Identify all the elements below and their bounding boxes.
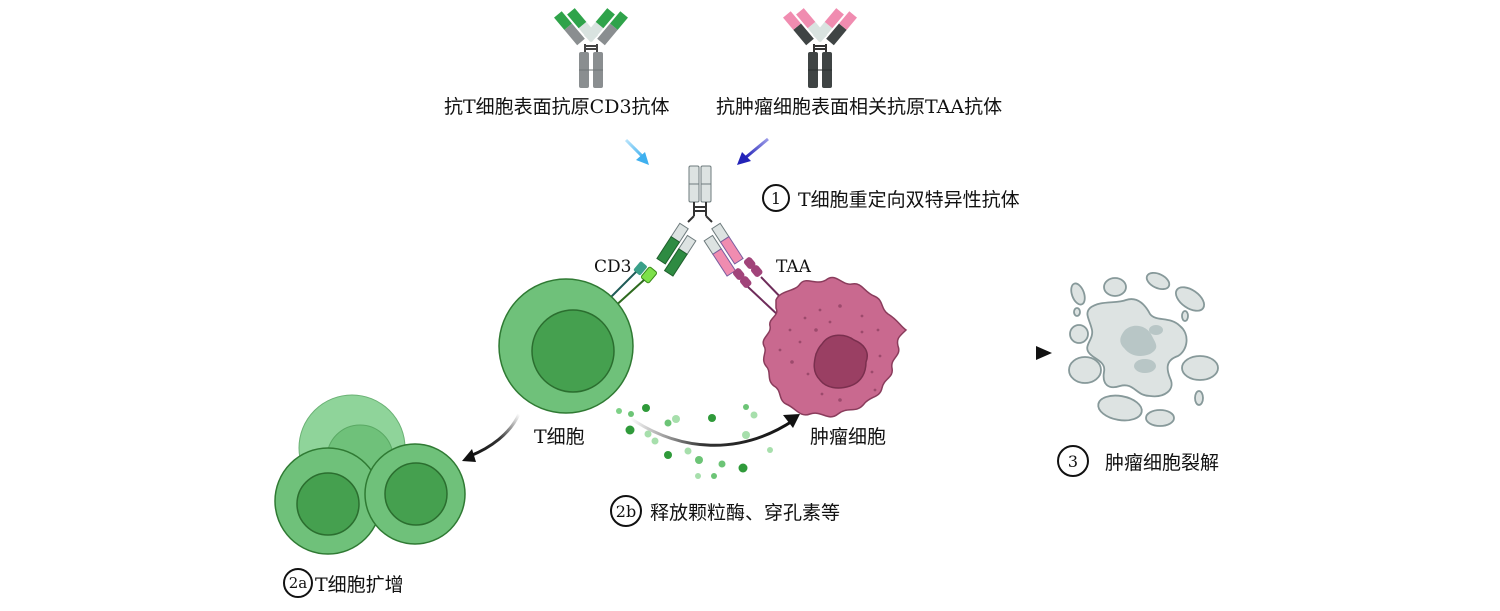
arrow-to-lysis: [916, 346, 1052, 360]
bispecific-antibody-icon: [656, 165, 744, 277]
step-1: 1 T细胞重定向双特异性抗体: [762, 184, 1020, 212]
cd3-label: CD3: [594, 257, 632, 277]
step-3-text: 肿瘤细胞裂解: [1105, 451, 1220, 474]
tumor-cell-icon: [762, 276, 908, 418]
granzyme-perforin-particles: [616, 404, 773, 479]
tumor-cell-label: 肿瘤细胞: [810, 426, 887, 448]
t-cell-icon: [498, 278, 634, 414]
step-1-badge: 1: [762, 184, 790, 212]
anti-cd3-antibody-icon: [554, 8, 628, 88]
arrow-light-blue: [624, 138, 649, 165]
step-2b-badge: 2b: [610, 495, 642, 527]
anti-cd3-antibody-label: 抗T细胞表面抗原CD3抗体: [444, 96, 670, 118]
step-2b-text: 释放颗粒酶、穿孔素等: [650, 501, 841, 524]
arrow-dark-blue: [737, 137, 769, 165]
taa-receptor-icon: [732, 257, 791, 317]
step-2a-badge: 2a: [283, 568, 313, 598]
t-cell-expansion-icon: [274, 394, 466, 555]
taa-label: TAA: [776, 257, 811, 277]
anti-taa-antibody-label: 抗肿瘤细胞表面相关抗原TAA抗体: [716, 96, 1003, 118]
arrow-t-cell-to-tumor: [629, 414, 800, 447]
t-cell-label: T细胞: [534, 426, 585, 448]
step-2b: 2b 释放颗粒酶、穿孔素等: [610, 495, 840, 527]
step-1-text: T细胞重定向双特异性抗体: [798, 188, 1020, 211]
arrow-t-cell-expansion: [462, 413, 521, 462]
lysed-tumor-cell-icon: [1068, 271, 1219, 427]
anti-taa-antibody-icon: [783, 8, 857, 88]
step-3-badge: 3: [1057, 445, 1089, 477]
step-2a: 2a T细胞扩增: [283, 568, 404, 598]
step-3: 3 肿瘤细胞裂解: [1057, 445, 1219, 477]
step-2a-text: T细胞扩增: [315, 573, 404, 596]
